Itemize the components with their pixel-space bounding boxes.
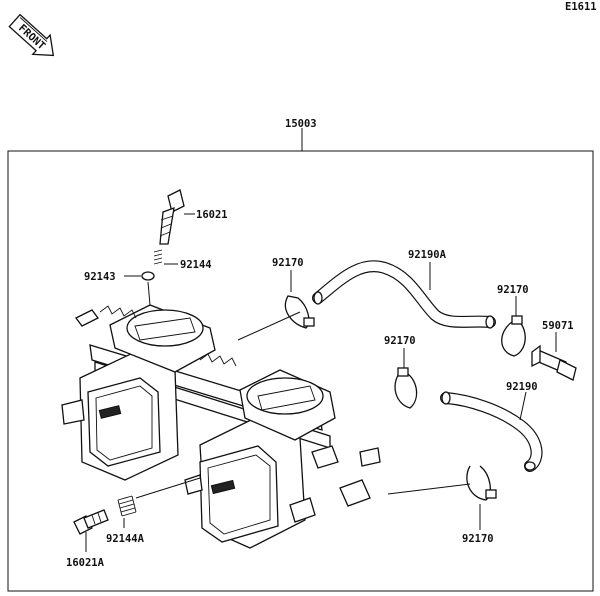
callout-92170d: 92170 xyxy=(462,533,494,545)
part-59071-fitting xyxy=(531,344,577,381)
callout-16021A: 16021A xyxy=(66,557,105,569)
part-16021-screw xyxy=(159,189,185,245)
front-arrow-icon: FRONT xyxy=(8,13,55,57)
part-92144A-spring xyxy=(117,495,137,517)
carburetor-assembly-drawing xyxy=(61,304,381,549)
diagram-code: E1611 xyxy=(565,1,597,13)
callout-92144A: 92144A xyxy=(106,533,145,545)
callout-16021: 16021 xyxy=(196,209,228,221)
part-16021A-screw xyxy=(73,509,109,535)
part-92170-clamp-b xyxy=(501,315,526,357)
callout-92170b: 92170 xyxy=(497,284,529,296)
part-92190-hose xyxy=(440,391,543,472)
callout-92190A: 92190A xyxy=(408,249,447,261)
assembly-frame xyxy=(7,150,594,592)
part-92143-washer xyxy=(141,271,155,281)
callout-59071: 59071 xyxy=(542,320,574,332)
part-92170-clamp-a xyxy=(284,295,315,329)
assembly-number: 15003 xyxy=(285,118,317,130)
callout-92170a: 92170 xyxy=(272,257,304,269)
callout-92170c: 92170 xyxy=(384,335,416,347)
part-92170-clamp-d xyxy=(466,465,497,501)
callout-92143: 92143 xyxy=(84,271,116,283)
leader-92190 xyxy=(519,391,527,421)
callout-92190: 92190 xyxy=(506,381,538,393)
part-92190A-hose xyxy=(312,260,496,329)
callout-92144: 92144 xyxy=(180,259,212,271)
part-92170-clamp-c xyxy=(394,367,418,409)
part-92144-spring xyxy=(153,249,163,265)
